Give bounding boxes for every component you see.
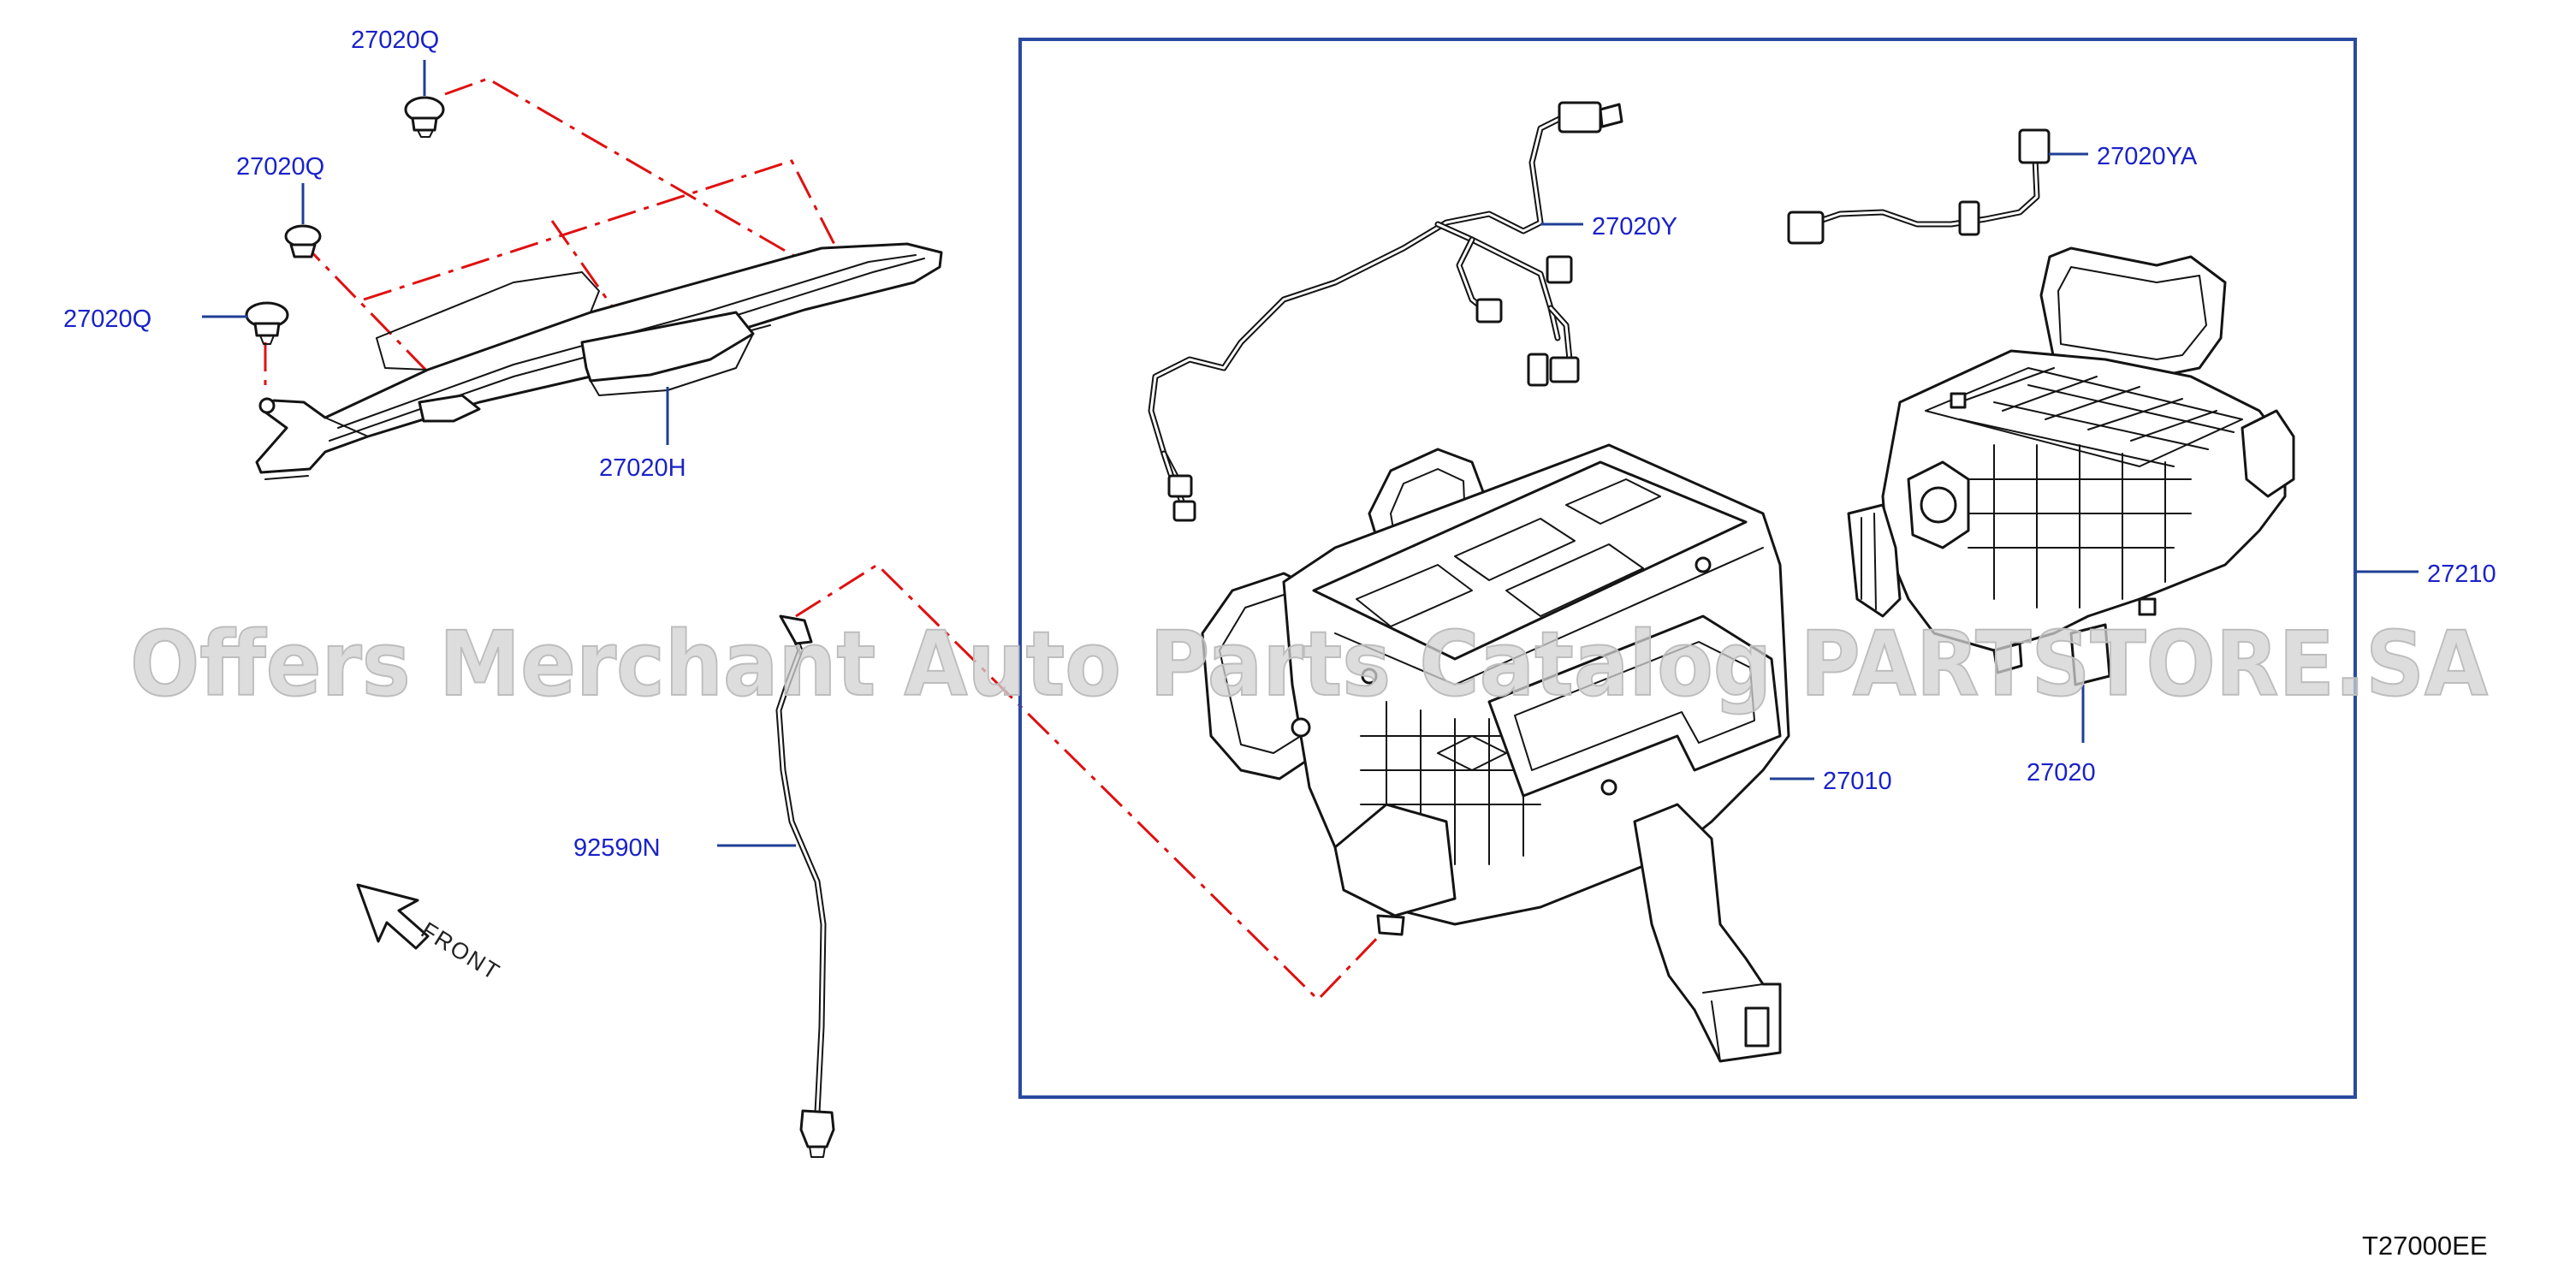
dash-connectors: [264, 77, 1384, 1002]
front-label: FRONT: [417, 917, 505, 986]
dash-clip-mid-to-duct: [298, 238, 434, 378]
heater-unit: [1201, 443, 1790, 1063]
harness-ya: [1787, 128, 2051, 245]
clip-left: [245, 301, 289, 345]
label-heater-unit: 27010: [1823, 768, 1892, 795]
duct-part: [255, 242, 943, 480]
label-assembly: 27210: [2427, 561, 2496, 588]
leader-lines: [202, 60, 2419, 847]
label-drain-hose: 92590N: [573, 834, 661, 862]
dash-clip-top-to-duct: [444, 77, 848, 288]
clip-top: [404, 96, 445, 138]
label-blower-unit: 27020: [2027, 759, 2096, 786]
front-arrow: [356, 883, 430, 950]
harness-y: [1148, 101, 1623, 522]
watermark: Offers Merchant Auto Parts Catalog PARTS…: [130, 612, 2488, 716]
drain-hose: [775, 614, 835, 1158]
blower-unit: [1847, 246, 2295, 686]
clip-mid: [284, 224, 322, 258]
label-duct: 27020H: [599, 454, 686, 482]
dash-drain-to-heater: [795, 563, 1384, 1002]
label-harness-ya: 27020YA: [2097, 143, 2198, 170]
label-clip-mid: 27020Q: [236, 153, 324, 181]
assembly-frame: [1018, 38, 2357, 1099]
dash-duct-inner: [550, 220, 618, 313]
label-clip-top: 27020Q: [351, 27, 439, 54]
label-clip-left: 27020Q: [63, 306, 151, 333]
label-harness-y: 27020Y: [1592, 213, 1677, 240]
callout-labels: 27020Q 27020Q 27020Q 27020H 27020Y 27020…: [63, 27, 2496, 862]
diagram-code: T27000EE: [2362, 1231, 2488, 1261]
